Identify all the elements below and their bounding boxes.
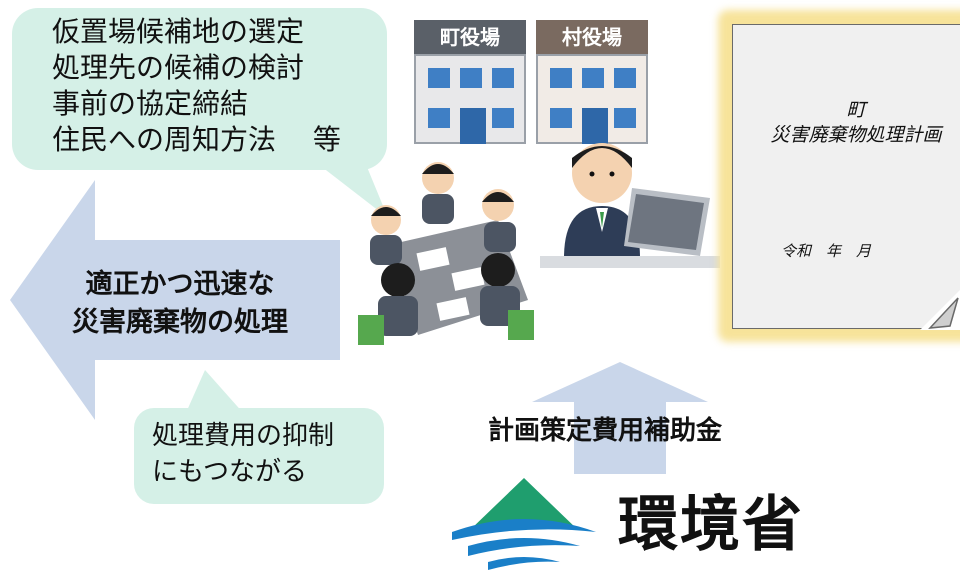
- arrow-label-line: 適正かつ迅速な: [85, 269, 275, 300]
- planning-item: 仮置場候補地の選定: [52, 15, 305, 48]
- planning-item: 処理先の候補の検討: [52, 51, 305, 84]
- village-hall-building: 村役場: [536, 20, 648, 144]
- page-curl: [920, 290, 960, 330]
- subsidy-label: 計画策定費用補助金: [488, 416, 723, 446]
- town-hall-building: 町役場: [414, 20, 526, 144]
- subsidy-arrow: [532, 362, 708, 474]
- planning-item: 住民への周知方法 等: [52, 123, 341, 156]
- cost-bubble: [134, 408, 384, 504]
- planning-item: 事前の協定締結: [52, 87, 249, 120]
- cost-bubble-text: 処理費用の抑制 にもつながる: [152, 418, 334, 490]
- bubble-tail: [300, 150, 388, 218]
- process-arrow: [10, 180, 340, 420]
- document-date: 令和 年 月: [780, 242, 871, 260]
- cost-line: 処理費用の抑制: [152, 421, 335, 451]
- document-title: 町 災害廃棄物処理計画: [736, 98, 960, 148]
- bubble-tail: [185, 370, 245, 415]
- ministry-name: 環境省: [618, 490, 804, 560]
- document-title-line: 町: [846, 99, 866, 121]
- arrow-label-line: 災害廃棄物の処理: [72, 307, 288, 338]
- village-hall-sign: 村役場: [536, 20, 648, 54]
- waste-plan-document: [732, 24, 960, 329]
- planning-items-bubble: [12, 8, 387, 170]
- document-title-line: 災害廃棄物処理計画: [770, 124, 942, 146]
- staff-at-laptop-illustration: [540, 143, 720, 268]
- meeting-illustration: [358, 162, 534, 345]
- cost-line: にもつながる: [152, 457, 307, 487]
- ministry-of-environment-logo: [452, 478, 596, 570]
- planning-items-list: 仮置場候補地の選定 処理先の候補の検討 事前の協定締結 住民への周知方法 等: [52, 14, 341, 158]
- town-hall-sign: 町役場: [414, 20, 526, 54]
- arrow-label: 適正かつ迅速な 災害廃棄物の処理: [35, 266, 325, 342]
